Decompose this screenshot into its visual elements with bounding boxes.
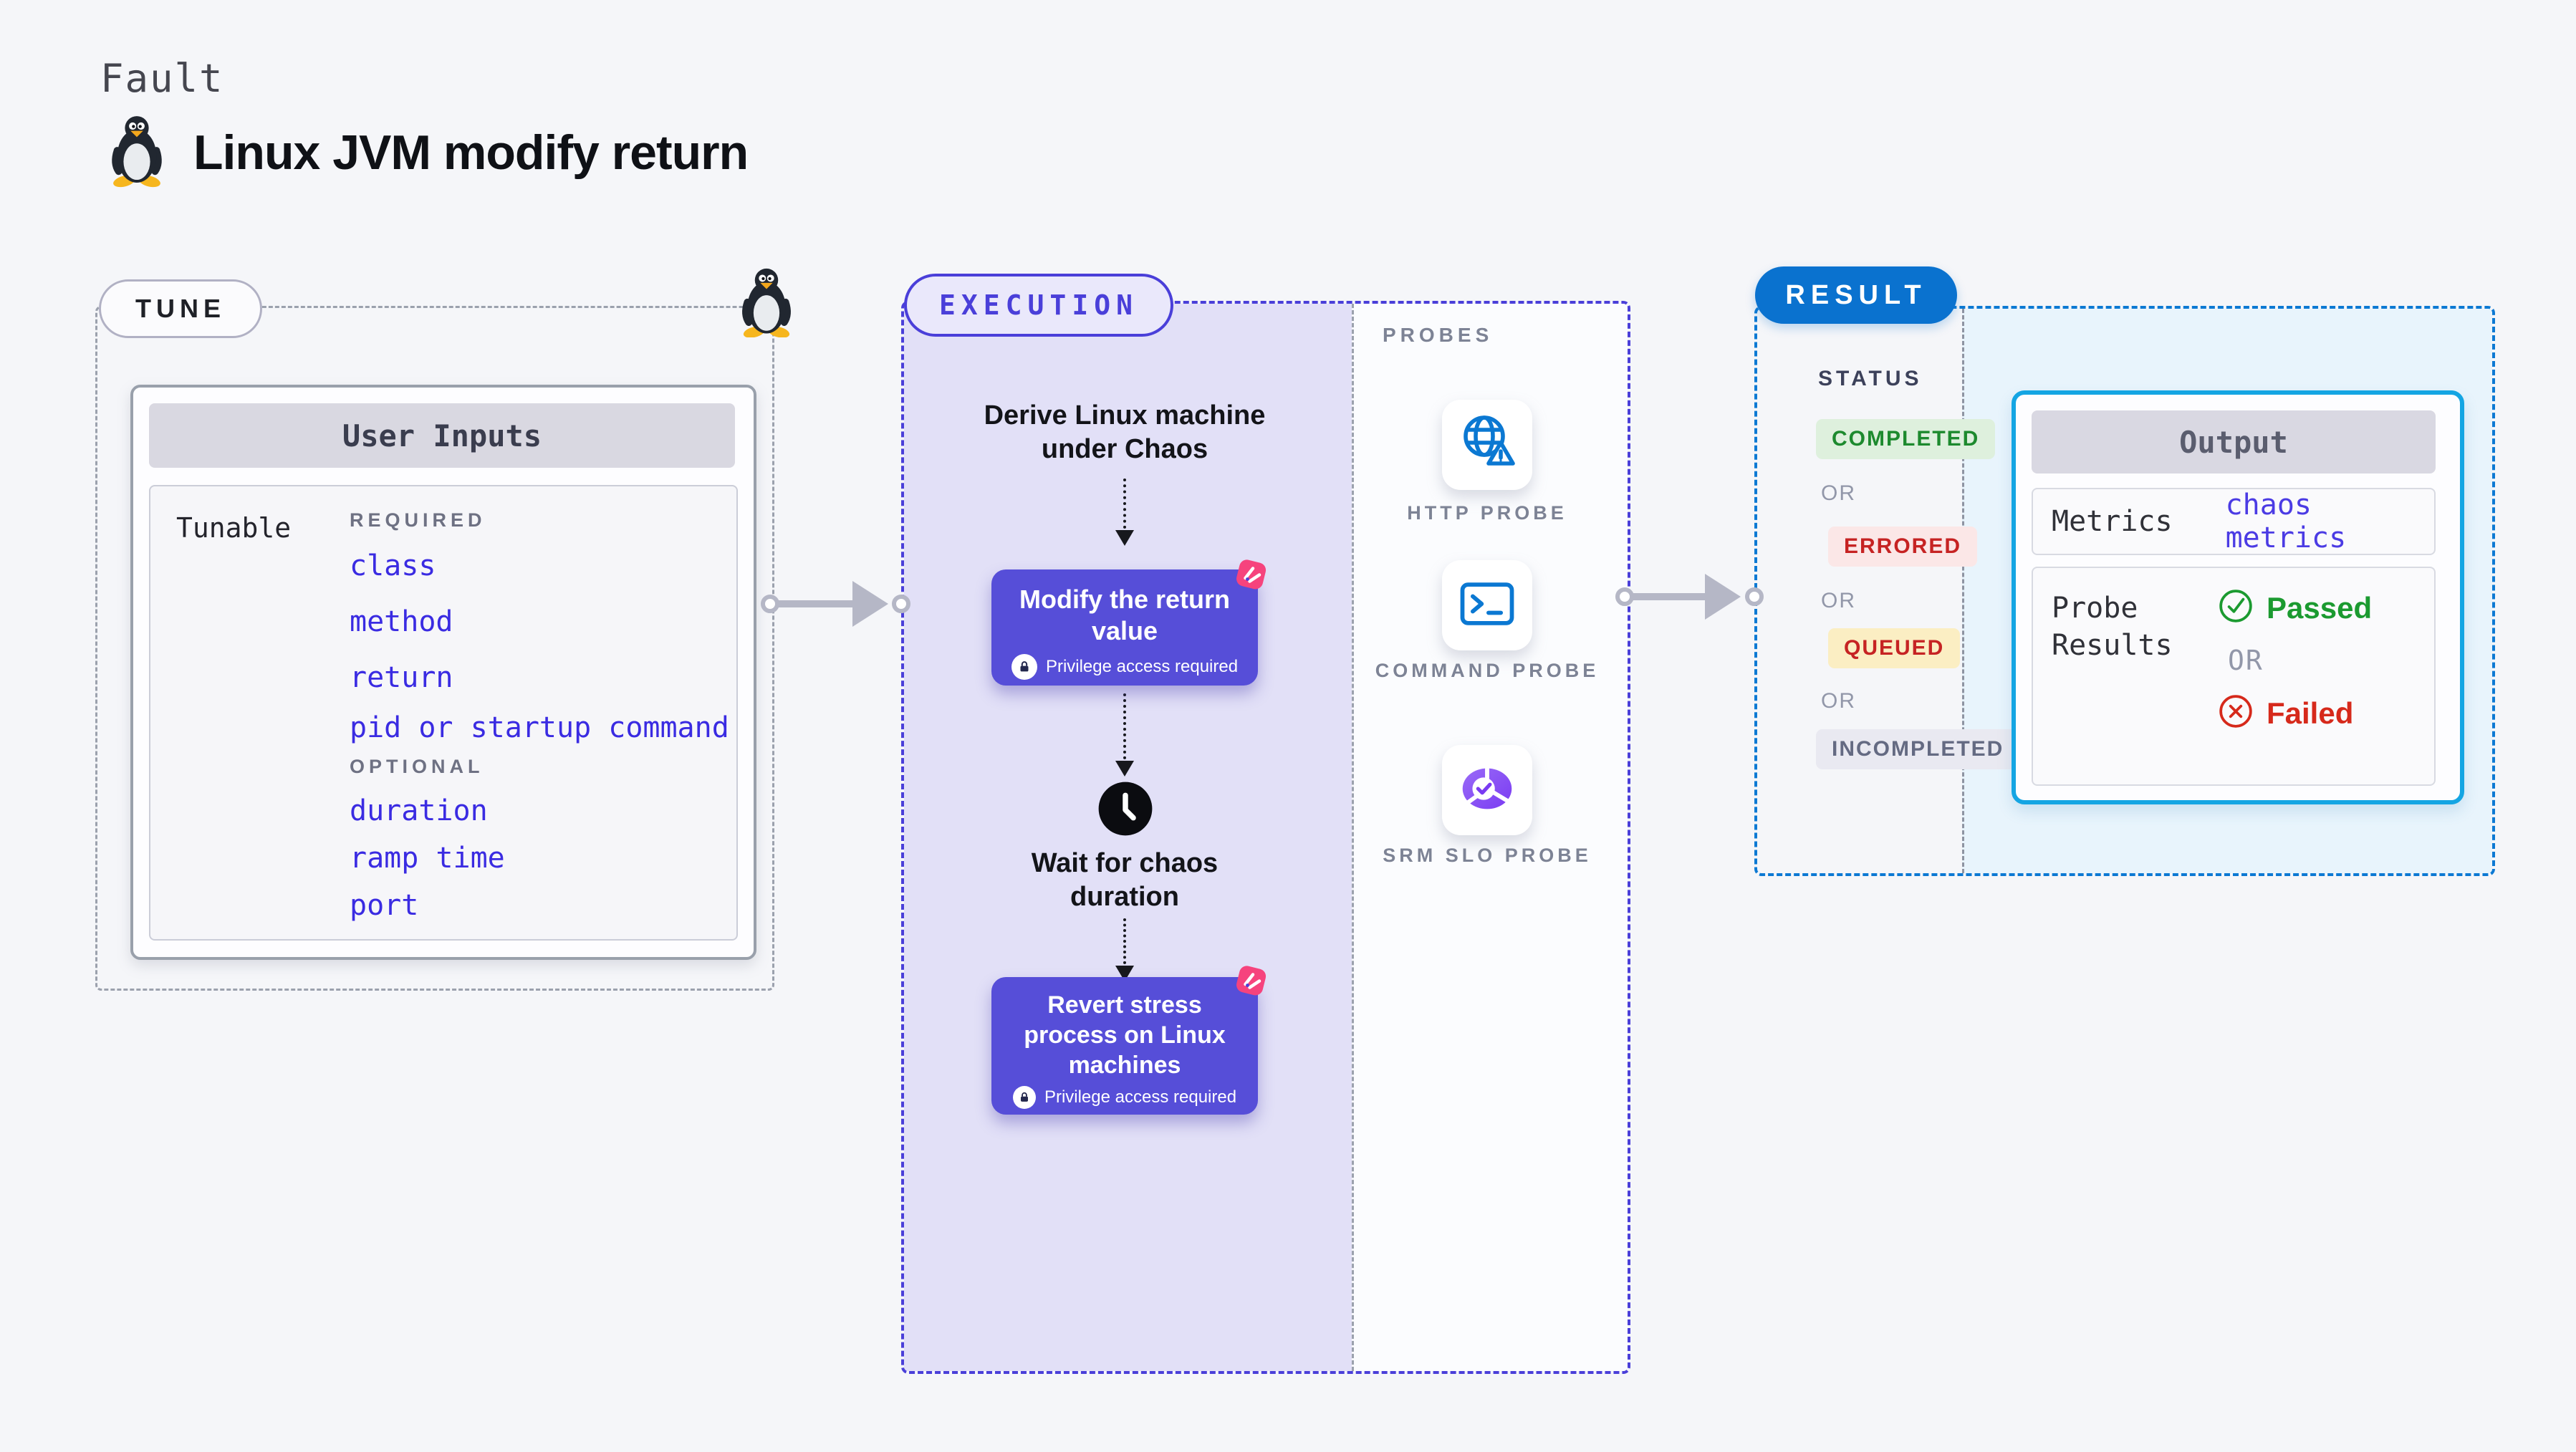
metrics-value: chaos metrics	[2225, 489, 2347, 554]
output-header: Output	[2032, 410, 2436, 473]
privilege-row: Privilege access required	[991, 654, 1258, 680]
or-label: OR	[1821, 689, 1856, 713]
failed-label: Failed	[2267, 696, 2354, 730]
privilege-label: Privilege access required	[1044, 1087, 1237, 1107]
metrics-label: Metrics	[2052, 505, 2173, 538]
chaos-spark-icon	[1229, 552, 1272, 595]
srm-slo-probe-label: SRM SLO PROBE	[1383, 845, 1592, 866]
status-label: STATUS	[1818, 367, 1923, 390]
param-duration: duration	[350, 794, 488, 827]
derive-step-text: Derive Linux machine under Chaos	[984, 400, 1266, 464]
result-pill-label: RESULT	[1785, 279, 1927, 310]
title-row: Linux JVM modify return	[106, 113, 749, 191]
connector-dot	[761, 595, 779, 613]
param-method: method	[350, 605, 453, 638]
or-label: OR	[1821, 481, 1856, 505]
user-inputs-card: User Inputs Tunable REQUIRED class metho…	[130, 385, 756, 960]
optional-group-label: OPTIONAL	[350, 756, 484, 777]
modify-node-title: Modify the return value	[1019, 585, 1230, 645]
or-label: OR	[1821, 589, 1856, 612]
probe-results-row: Probe Results Passed OR	[2032, 567, 2436, 786]
connector-dot	[1615, 587, 1634, 606]
param-ramp-time: ramp time	[350, 842, 505, 875]
clock-icon	[1097, 781, 1153, 837]
output-card: Output Metrics chaos metrics Probe Resul…	[2012, 390, 2464, 804]
probe-results-values: Passed OR Failed	[2218, 588, 2372, 733]
probes-divider	[1352, 304, 1354, 1371]
dotted-connector	[1123, 693, 1126, 759]
revert-node-title: Revert stress process on Linux machines	[1024, 991, 1226, 1079]
fault-kicker: Fault	[100, 56, 224, 101]
privilege-label: Privilege access required	[1045, 657, 1239, 676]
wait-step-text: Wait for chaos duration	[1031, 848, 1219, 912]
lock-icon	[1012, 1086, 1036, 1109]
param-class: class	[350, 549, 436, 582]
dotted-connector	[1123, 479, 1126, 529]
metrics-row: Metrics chaos metrics	[2032, 488, 2436, 555]
tux-penguin-icon	[736, 266, 797, 338]
user-inputs-table: Tunable REQUIRED class method return pid…	[149, 485, 738, 941]
execution-flow-panel	[904, 304, 1352, 1371]
dotted-arrow-head	[1115, 761, 1134, 777]
status-badge-incompleted: INCOMPLETED	[1816, 729, 2020, 769]
param-port: port	[350, 889, 419, 922]
param-pid: pid or startup command	[350, 711, 729, 744]
http-probe-card	[1442, 400, 1532, 490]
flow-arrow-head	[1705, 574, 1741, 620]
revert-stress-node: Revert stress process on Linux machines …	[991, 966, 1267, 1115]
command-probe-card	[1442, 560, 1532, 650]
modify-return-node: Modify the return value Privilege access…	[991, 559, 1267, 686]
status-badge-completed: COMPLETED	[1816, 419, 1996, 459]
tunable-label: Tunable	[176, 512, 292, 544]
execution-pill-label: EXECUTION	[939, 289, 1138, 321]
http-probe-label: HTTP PROBE	[1407, 502, 1567, 524]
tune-pill: TUNE	[99, 279, 262, 338]
srm-slo-probe-card	[1442, 745, 1532, 835]
result-pill: RESULT	[1755, 266, 1957, 324]
tune-pill-label: TUNE	[135, 294, 226, 323]
or-label: OR	[2228, 645, 2264, 676]
dotted-arrow-head	[1115, 530, 1134, 546]
chaos-spark-icon	[1229, 958, 1272, 1001]
execution-pill: EXECUTION	[904, 274, 1173, 337]
probes-label: PROBES	[1383, 324, 1494, 346]
slo-donut-icon	[1453, 755, 1521, 826]
terminal-icon	[1454, 571, 1520, 640]
result-divider	[1962, 309, 1964, 873]
flow-arrow-shaft	[1630, 593, 1711, 600]
tux-penguin-icon	[106, 113, 168, 191]
dotted-connector	[1123, 918, 1126, 964]
flow-arrow-shaft	[775, 600, 858, 607]
connector-dot	[892, 595, 910, 613]
page-title: Linux JVM modify return	[193, 125, 749, 180]
user-inputs-header: User Inputs	[149, 403, 735, 468]
lock-icon	[1011, 654, 1037, 680]
check-circle-icon	[2218, 588, 2254, 628]
flow-arrow-head	[852, 581, 888, 627]
x-circle-icon	[2218, 693, 2254, 733]
tune-section-box	[95, 306, 774, 991]
connector-dot	[1745, 587, 1764, 606]
required-group-label: REQUIRED	[350, 509, 486, 531]
probe-results-label: Probe Results	[2052, 592, 2173, 662]
privilege-row: Privilege access required	[991, 1086, 1258, 1109]
failed-row: Failed	[2218, 693, 2372, 733]
status-badge-errored: ERRORED	[1828, 527, 1978, 567]
command-probe-label: COMMAND PROBE	[1375, 660, 1600, 681]
param-return: return	[350, 661, 453, 694]
status-badge-queued: QUEUED	[1828, 628, 1961, 668]
passed-row: Passed	[2218, 588, 2372, 628]
passed-label: Passed	[2267, 590, 2373, 625]
globe-alert-icon	[1453, 409, 1522, 481]
